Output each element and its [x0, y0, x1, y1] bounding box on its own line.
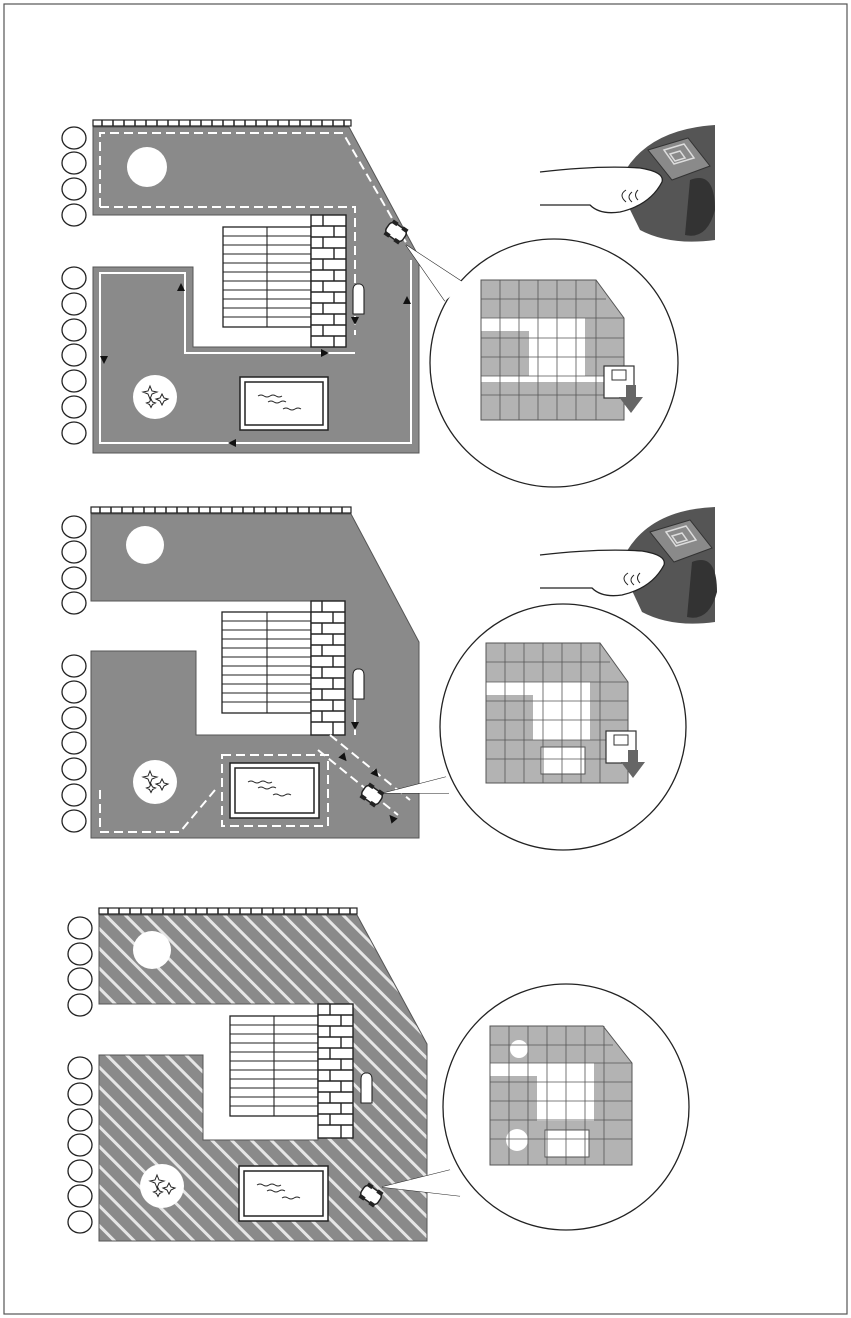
- lawn-area: [90, 513, 420, 839]
- terrace-icon: [310, 214, 347, 348]
- map-callout: [381, 983, 690, 1231]
- lawn-area: [92, 126, 420, 454]
- flowerbed-icon: [133, 375, 177, 419]
- virtual-map-grid: [489, 1025, 633, 1166]
- pond-icon: [229, 762, 320, 819]
- direction-arrows: [338, 722, 398, 824]
- page-border: [3, 3, 848, 1315]
- tree-icon: [126, 526, 164, 564]
- virtual-obstacle-line: [221, 754, 329, 827]
- robot-mower-icon: [358, 1182, 384, 1208]
- virtual-boundary-line: [99, 132, 409, 247]
- terrace-icon: [310, 600, 346, 736]
- direction-arrows: [100, 283, 411, 447]
- virtual-boundary-line-2: [100, 206, 356, 335]
- mowed-lawn-area: [98, 914, 428, 1242]
- robot-mower-icon: [359, 782, 385, 808]
- driven-path-line: [99, 260, 412, 444]
- panel-1: [61, 119, 715, 488]
- shed-icon: [360, 1072, 373, 1104]
- shed-icon: [352, 668, 365, 700]
- panel-2: [61, 506, 717, 851]
- terrace-icon: [317, 1003, 354, 1139]
- map-callout: [383, 603, 687, 851]
- hedge-icon: [67, 916, 93, 1234]
- fence-icon: [90, 506, 352, 514]
- fence-icon: [92, 119, 352, 127]
- pond-icon: [239, 376, 329, 431]
- flowerbed-icon: [140, 1164, 184, 1208]
- flowerbed-icon: [133, 760, 177, 804]
- panel-3: [67, 907, 690, 1242]
- hedge-icon: [61, 515, 87, 833]
- map-callout: [405, 238, 679, 488]
- hand-press-icon: [539, 507, 717, 624]
- hedge-icon: [61, 126, 87, 445]
- tree-icon: [127, 147, 167, 187]
- virtual-map-grid: [480, 279, 625, 421]
- house-icon: [221, 611, 312, 714]
- house-icon: [222, 226, 312, 328]
- robot-mower-icon: [383, 219, 409, 245]
- hand-press-icon: [539, 125, 715, 242]
- tree-icon: [133, 931, 171, 969]
- pond-icon: [238, 1165, 329, 1222]
- save-map-icon: [605, 730, 645, 778]
- fence-icon: [98, 907, 358, 915]
- save-map-icon: [603, 365, 643, 413]
- virtual-map-grid: [485, 642, 629, 784]
- house-icon: [229, 1015, 319, 1117]
